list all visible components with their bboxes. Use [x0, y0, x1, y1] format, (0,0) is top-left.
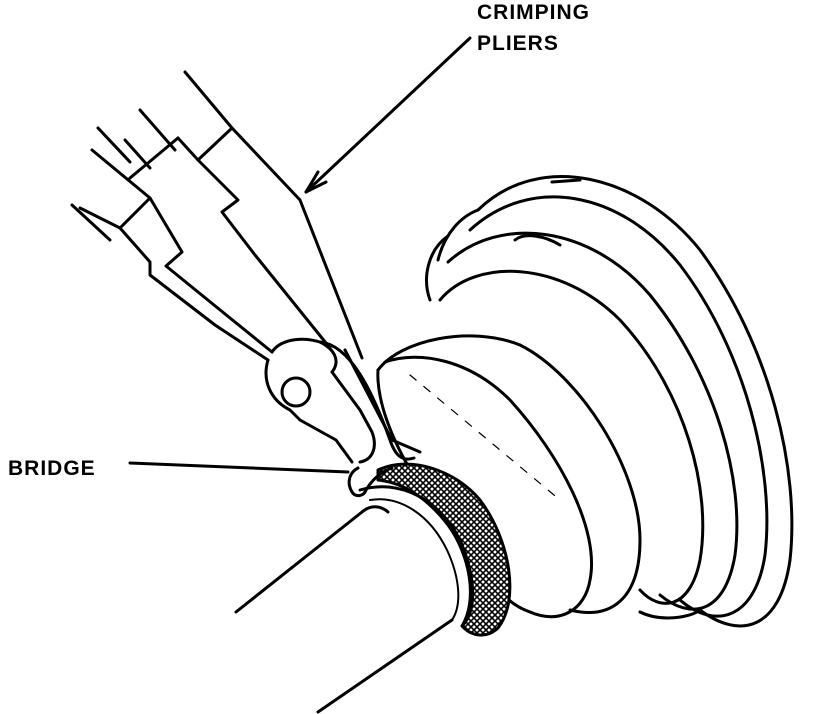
bridge-tab	[347, 466, 394, 498]
crimp-ring	[358, 462, 512, 637]
shaft	[234, 505, 454, 714]
crimping-pliers-leader	[304, 36, 472, 194]
bridge-leader	[128, 461, 350, 474]
boot-outer	[425, 175, 794, 628]
crimping-pliers-label-line1: CRIMPING	[477, 1, 590, 24]
crimping-pliers-label-line2: PLIERS	[477, 32, 559, 55]
crimping-pliers	[70, 70, 422, 464]
bridge-label: BRIDGE	[8, 457, 96, 480]
